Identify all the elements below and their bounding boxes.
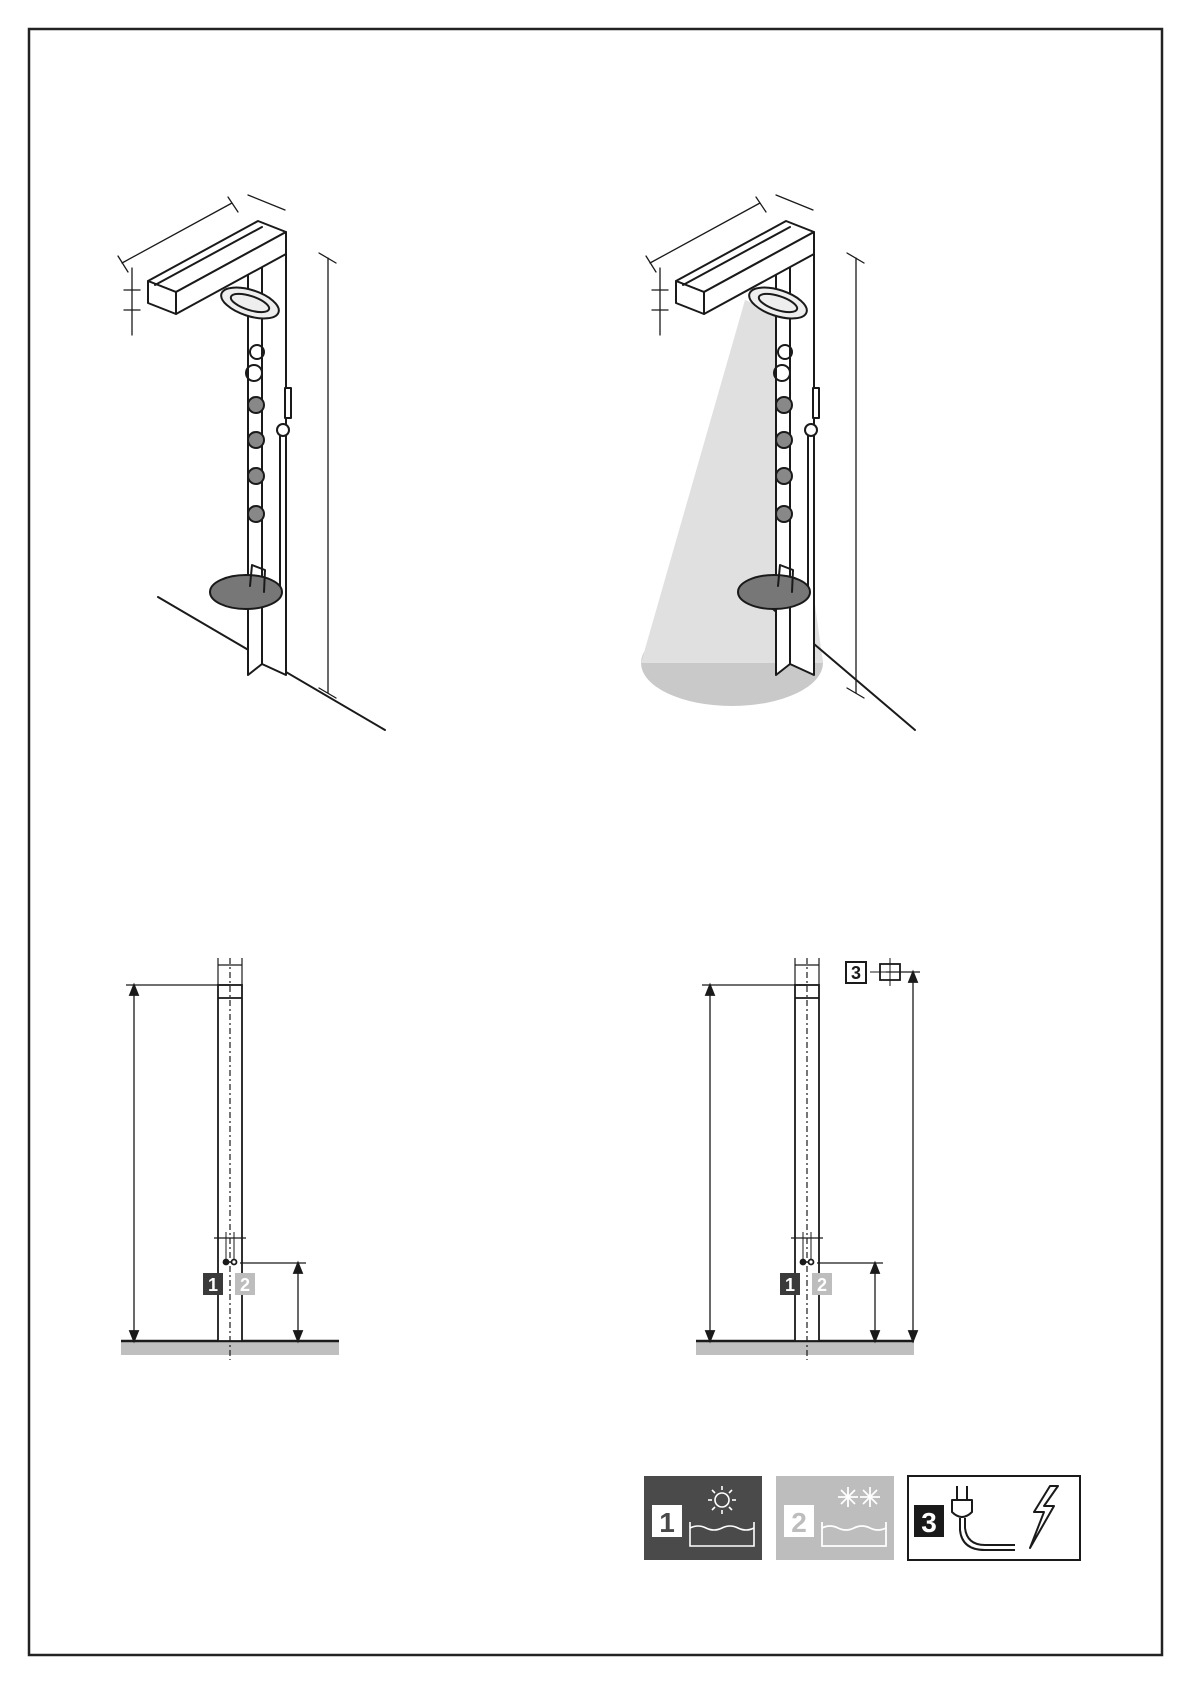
legend-power-number: 3 xyxy=(921,1507,937,1538)
marker-hot-right-label: 1 xyxy=(785,1275,795,1295)
elevation-view-left: 1 2 xyxy=(121,958,339,1360)
elevation-view-right: 3 1 2 xyxy=(696,958,920,1360)
legend-cold-number: 2 xyxy=(791,1507,807,1538)
marker-cold-right-label: 2 xyxy=(817,1275,827,1295)
legend-hot-number: 1 xyxy=(659,1507,675,1538)
floor-slab-right xyxy=(696,1341,914,1355)
iso-view-light-cone xyxy=(641,195,915,730)
marker-cold-label: 2 xyxy=(240,1275,250,1295)
legend: 1 2 3 xyxy=(644,1476,1080,1560)
iso-view-column xyxy=(118,195,385,730)
marker-hot-label: 1 xyxy=(208,1275,218,1295)
marker-power-label: 3 xyxy=(851,963,861,983)
